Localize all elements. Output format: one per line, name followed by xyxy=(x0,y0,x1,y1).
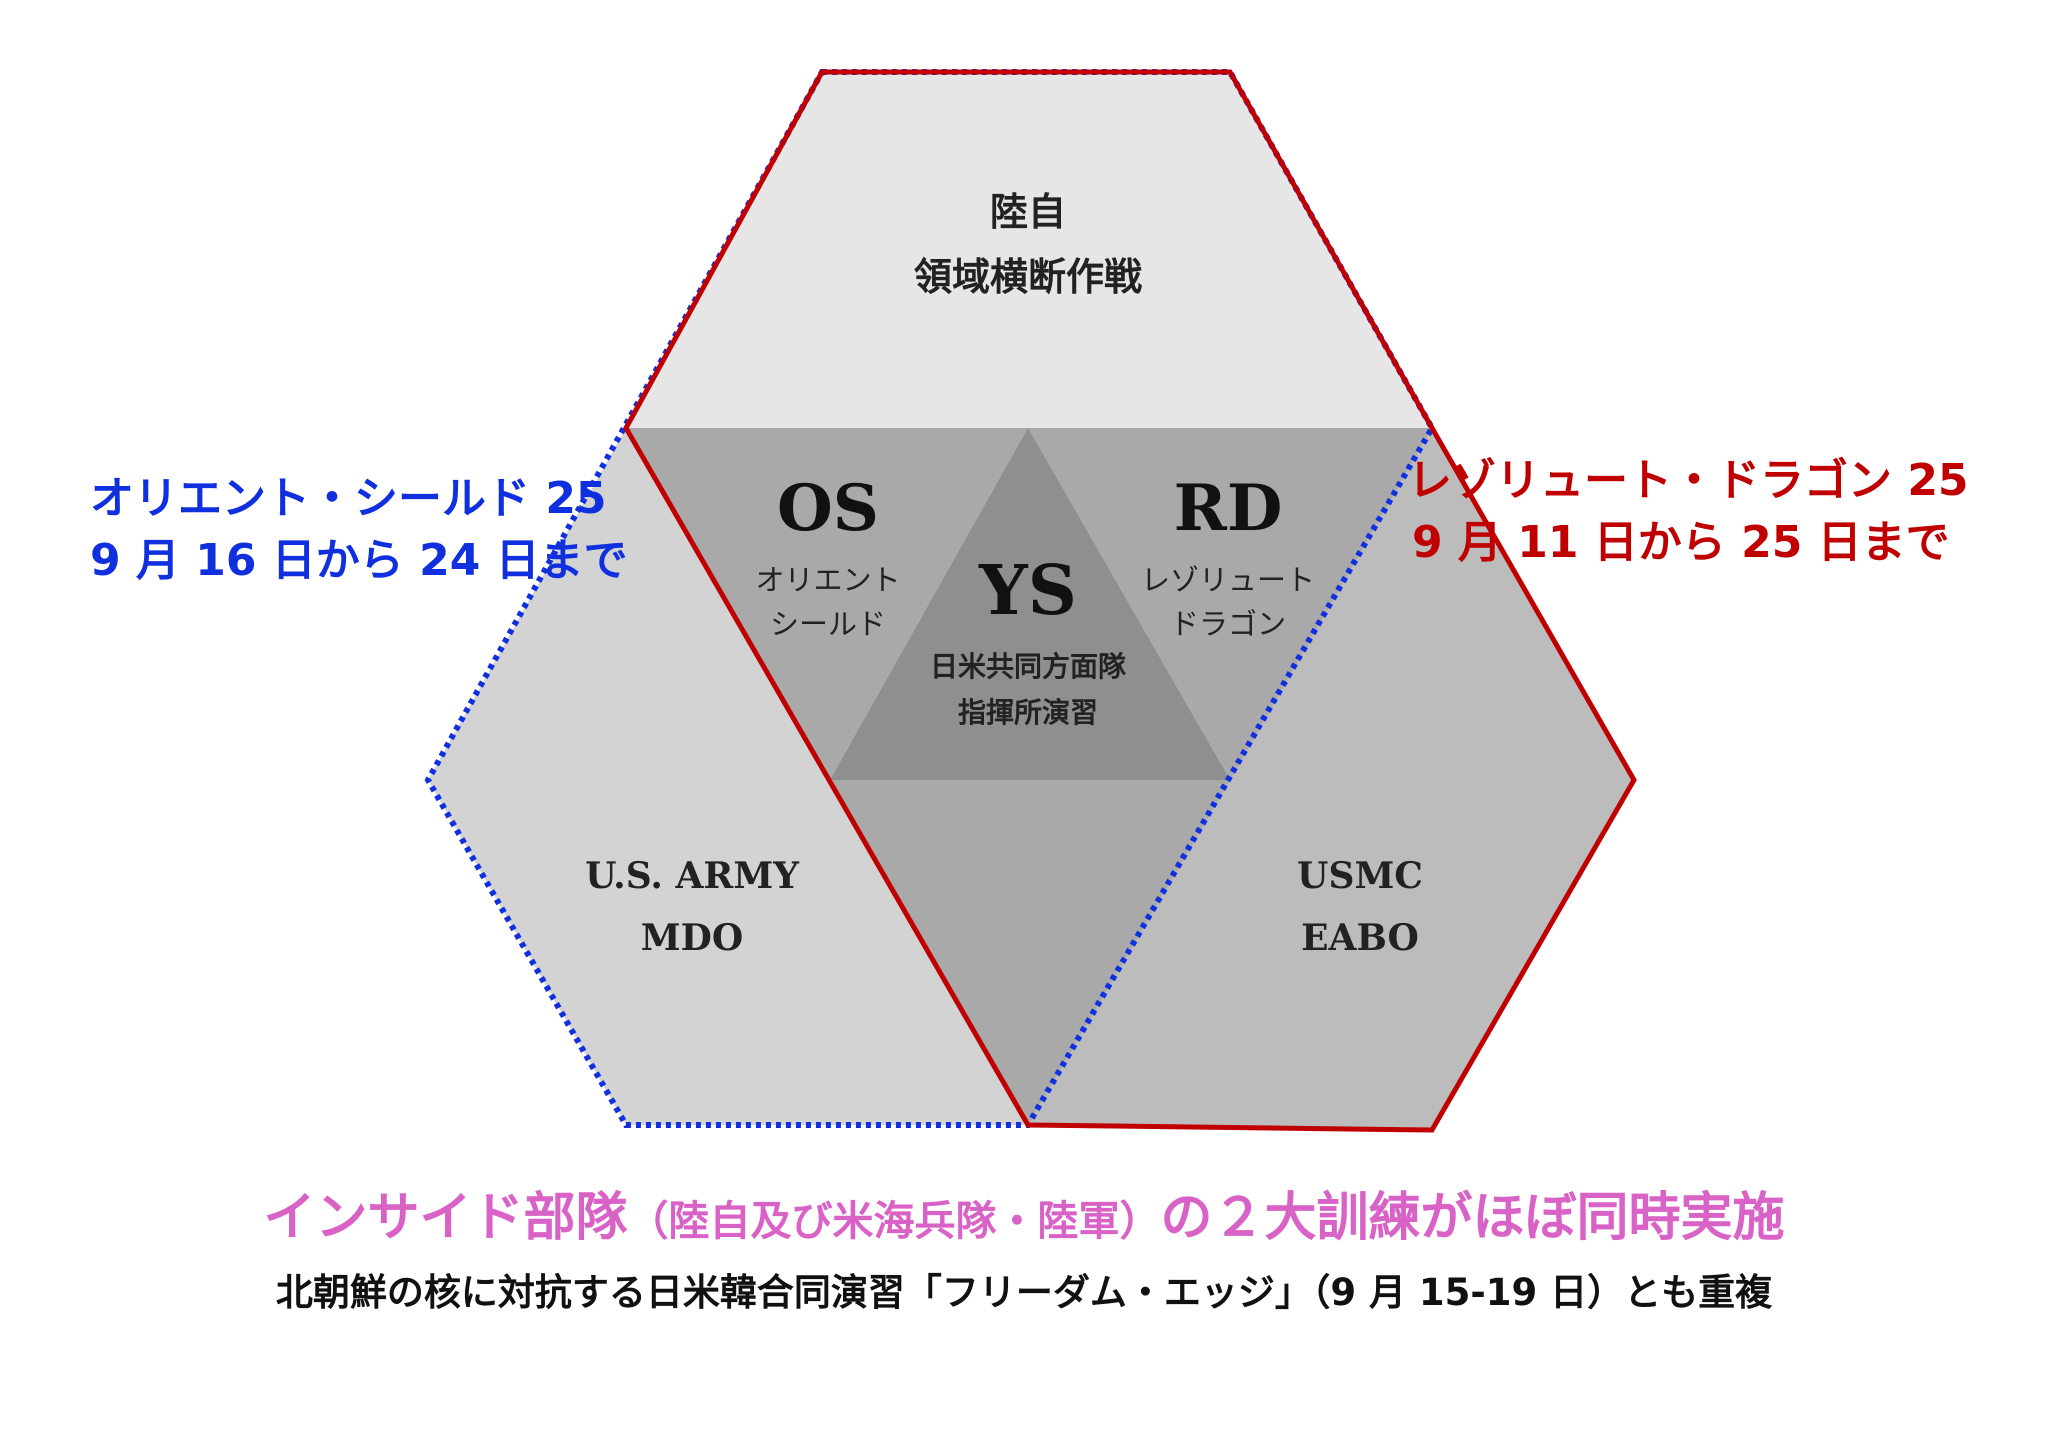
rd-exercise-label: レゾリュート・ドラゴン 25 9 月 11 日から 25 日まで xyxy=(1408,450,1969,574)
center-triangle-ys xyxy=(830,428,1230,780)
rd-line1: レゾリュート xyxy=(1141,563,1315,597)
rd-exercise-dates: 9 月 11 日から 25 日まで xyxy=(1412,517,1950,568)
right-region-line1: USMC xyxy=(1297,855,1423,897)
os-line2: シールド xyxy=(770,607,886,641)
right-region-line2: EABO xyxy=(1301,917,1419,959)
os-exercise-dates: 9 月 16 日から 24 日まで xyxy=(90,535,628,586)
sub-caption: 北朝鮮の核に対抗する日米韓合同演習「フリーダム・エッジ」（9 月 15-19 日… xyxy=(275,1271,1773,1314)
top-region-line1: 陸自 xyxy=(990,189,1066,234)
os-exercise-label: オリエント・シールド 25 9 月 16 日から 24 日まで xyxy=(90,468,628,592)
ys-abbr: YS xyxy=(978,551,1077,631)
main-caption: インサイド部隊（陸自及び米海兵隊・陸軍）の２大訓練がほぼ同時実施 xyxy=(0,1175,2048,1250)
top-region-line2: 領域横断作戦 xyxy=(914,254,1142,299)
overlap-bottom xyxy=(830,780,1230,1125)
os-exercise-name: オリエント・シールド 25 xyxy=(90,473,607,524)
overlap-rd xyxy=(1028,428,1432,780)
left-region-line2: MDO xyxy=(641,917,743,959)
os-abbr: OS xyxy=(777,471,879,546)
rd-abbr: RD xyxy=(1174,471,1283,546)
main-caption-part1: インサイド部隊 xyxy=(263,1188,628,1248)
overlap-os xyxy=(626,428,1028,780)
rd-outline xyxy=(623,69,1637,1133)
rd-line2: ドラゴン xyxy=(1170,607,1286,641)
main-caption-paren: （陸自及び米海兵隊・陸軍） xyxy=(627,1197,1161,1245)
ys-line1: 日米共同方面隊 xyxy=(930,650,1127,683)
ys-line2: 指揮所演習 xyxy=(958,696,1098,729)
left-region-line1: U.S. ARMY xyxy=(585,855,800,897)
rd-exercise-name: レゾリュート・ドラゴン 25 xyxy=(1408,455,1969,506)
hexagon-top xyxy=(626,72,1432,428)
os-line1: オリエント xyxy=(755,563,900,597)
main-caption-part2: の２大訓練がほぼ同時実施 xyxy=(1160,1188,1785,1248)
